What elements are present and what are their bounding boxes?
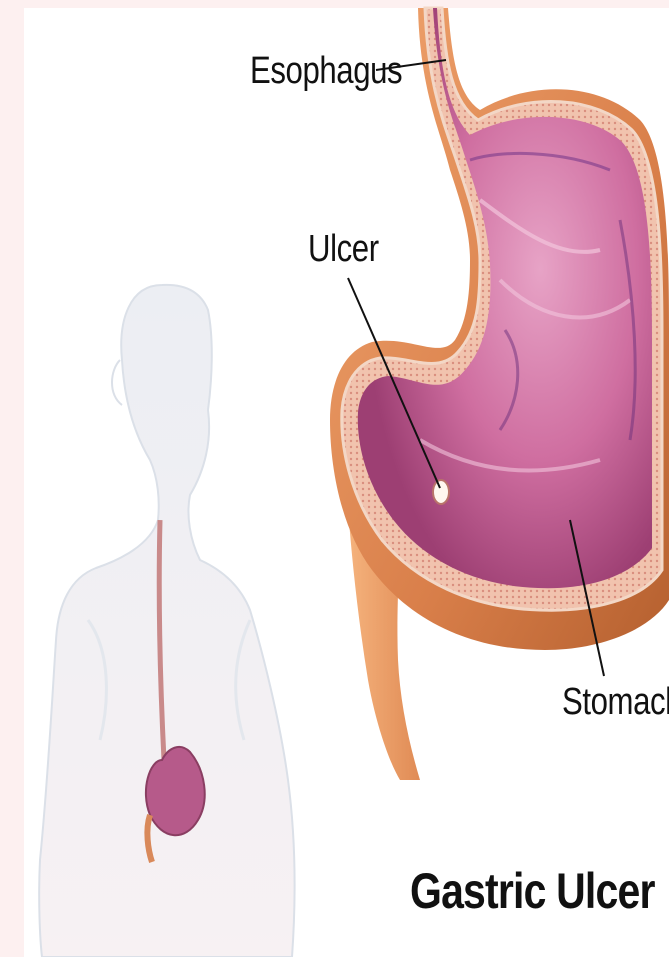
esophagus-label: Esophagus [250,50,402,93]
ulcer-label: Ulcer [308,228,379,271]
ulcer-crater [433,480,449,504]
diagram-title: Gastric Ulcer [410,862,655,920]
stomach-label: Stomach [562,681,669,724]
